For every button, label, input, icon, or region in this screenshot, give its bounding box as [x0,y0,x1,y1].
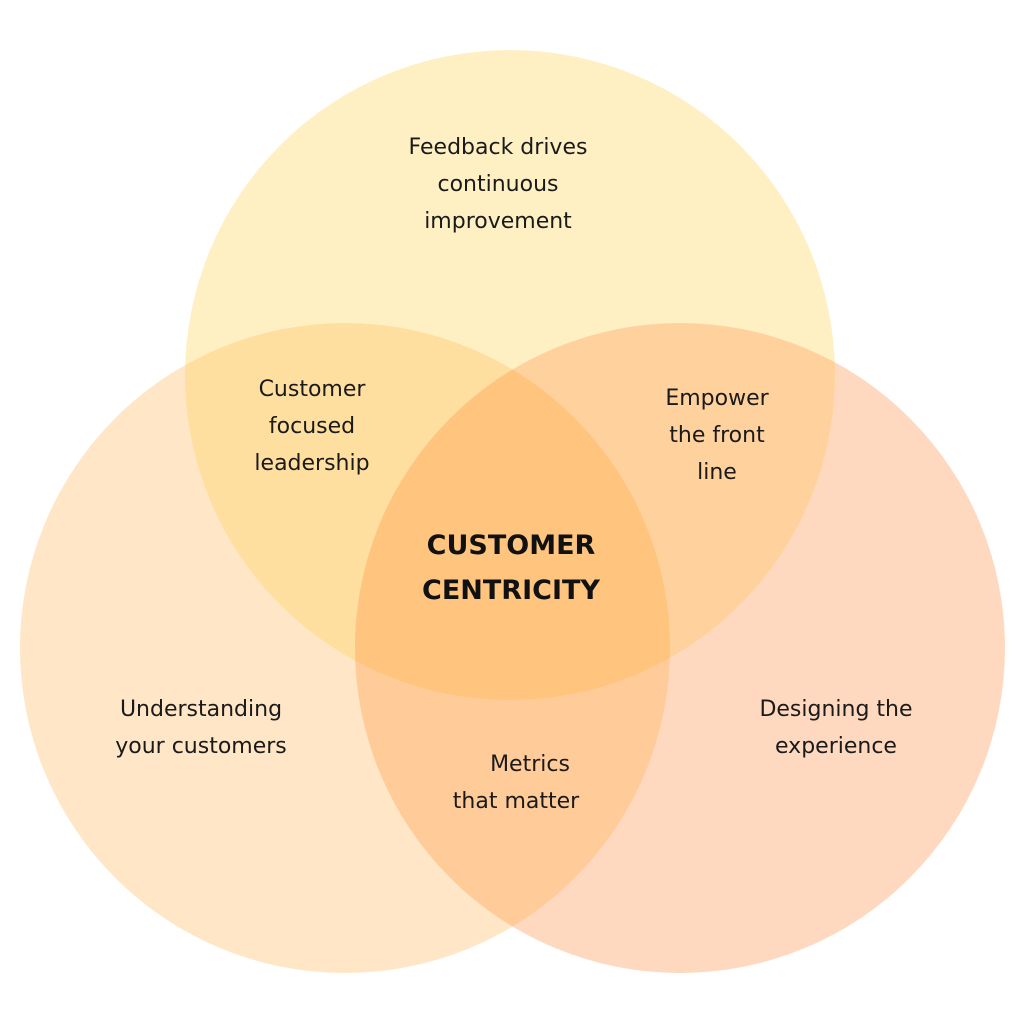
label-left-circle: Understanding your customers [115,691,287,765]
label-line: continuous [437,172,559,197]
label-line: Empower [665,386,769,411]
label-line: line [697,460,737,485]
label-right-circle: Designing the experience [759,691,912,765]
label-line: that matter [452,789,580,814]
label-left-right-overlap: Metrics that matter [453,746,579,820]
label-line: CUSTOMER [426,530,596,561]
label-line: Customer [258,377,366,402]
overlap-center [355,323,670,700]
label-line: leadership [254,451,370,476]
label-line: focused [268,414,356,439]
label-top-right-overlap: Empower the front line [665,380,768,491]
label-line: Metrics [490,752,570,777]
label-line: Designing the [759,697,913,722]
label-line: your customers [115,734,287,759]
label-line: the front [669,423,765,448]
label-top-circle: Feedback drives continuous improvement [409,129,588,240]
label-center: CUSTOMER CENTRICITY [422,523,600,613]
label-line: improvement [424,209,572,234]
label-line: Understanding [119,697,283,722]
label-line: Feedback drives [408,135,588,160]
label-line: experience [775,734,897,759]
label-line: CENTRICITY [422,575,600,606]
label-top-left-overlap: Customer focused leadership [254,371,369,482]
